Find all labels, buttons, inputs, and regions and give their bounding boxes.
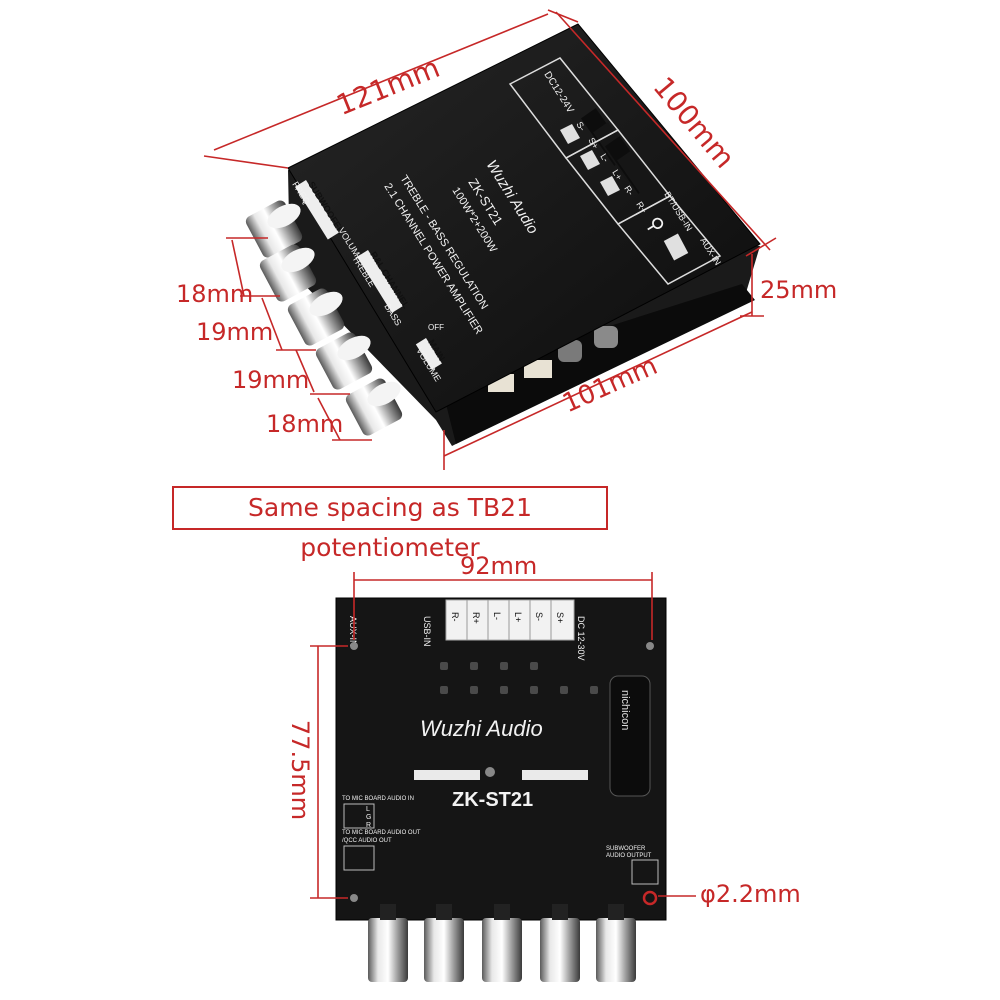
dim-knob-spacing-3: 19mm <box>232 366 310 394</box>
top-board: DC12-24V S- S+ L- L+ R- R+ BT/USB-IN AUX… <box>245 23 761 446</box>
main-label-box <box>415 338 442 370</box>
mount-hole-marked <box>642 890 658 906</box>
sub-out-2: AUDIO OUTPUT <box>606 853 652 859</box>
capacitor-2 <box>594 326 618 348</box>
dimension-lines-top <box>203 9 777 470</box>
knob-subwoofer-freq <box>245 200 303 258</box>
mic-in-label: TO MIC BOARD AUDIO IN <box>342 796 414 802</box>
terminal-label-r-minus: R- <box>622 184 636 197</box>
bottom-knob-5 <box>596 904 636 982</box>
panel-input-box <box>616 195 722 285</box>
dim-knob-spacing-1: 18mm <box>176 280 254 308</box>
pin-g: G <box>366 814 371 821</box>
bottom-terminal-5: S+ <box>555 612 565 623</box>
bottom-board: R- R+ L- L+ S- S+ AUX-IN USB-IN DC 12-30… <box>335 597 667 982</box>
dim-hole-diameter: φ2.2mm <box>700 880 801 908</box>
mount-hole-top-left <box>350 642 358 650</box>
bottom-dc-label: DC 12-30V <box>576 616 586 661</box>
terminal-label-l-plus: L+ <box>610 168 624 182</box>
bottom-terminal-3: L+ <box>513 612 523 622</box>
sub-out-1: SUBWOOFER <box>606 846 646 852</box>
capacitor <box>609 675 651 797</box>
bottom-aux-in: AUX-IN <box>348 616 358 647</box>
bottom-knob-2 <box>424 904 464 982</box>
center-screw <box>485 767 495 777</box>
channel-label-box <box>356 250 403 313</box>
pin-l: L <box>366 806 370 813</box>
bottom-knob-1 <box>368 904 408 982</box>
bottom-terminal-4: S- <box>534 612 544 621</box>
qcc-out-label: /QCC AUDIO OUT <box>342 838 392 844</box>
bottom-terminal-1: R+ <box>471 612 481 624</box>
lower-pcb <box>440 284 755 444</box>
knob-main-volume <box>345 378 403 436</box>
speaker-icons <box>560 124 620 196</box>
capacitor-brand: nichicon <box>619 690 631 730</box>
off-label: OFF <box>428 323 444 332</box>
terminal-dividers <box>466 600 552 640</box>
mic-out-label: TO MIC BOARD AUDIO OUT <box>342 830 421 836</box>
bottom-brand: Wuzhi Audio <box>420 716 543 741</box>
aux-jack-icon <box>663 233 689 261</box>
bottom-terminal-2: L- <box>492 612 502 620</box>
header-right <box>522 770 588 780</box>
bottom-knob-3 <box>482 904 522 982</box>
bottom-usb-in: USB-IN <box>422 616 432 647</box>
mount-hole-top-right <box>646 642 654 650</box>
bottom-knob-4 <box>540 904 580 982</box>
knob-treble <box>287 288 345 346</box>
subwoofer-label-box <box>294 180 339 240</box>
header-left <box>414 770 480 780</box>
knob-bass <box>315 332 373 390</box>
bottom-terminal-0: R- <box>450 612 460 622</box>
terminal-block <box>445 599 575 641</box>
knob-subwoofer-volume <box>259 244 317 302</box>
connector-2 <box>524 360 552 378</box>
top-plate <box>287 23 761 413</box>
mount-hole-bottom-left <box>350 894 358 902</box>
mic-pins <box>343 803 659 885</box>
terminal-label-s-minus: S- <box>574 120 587 133</box>
dimension-lines-bottom <box>310 572 696 899</box>
spacing-note: Same spacing as TB21 potentiometer <box>172 486 608 562</box>
bottom-model: ZK-ST21 <box>452 789 533 811</box>
dim-knob-spacing-4: 18mm <box>266 410 344 438</box>
dim-knob-spacing-2: 19mm <box>196 318 274 346</box>
pin-r: R <box>366 822 371 829</box>
solder-points <box>440 662 598 694</box>
dim-height: 25mm <box>760 276 838 304</box>
dim-hole-span-y: 77.5mm <box>286 719 315 821</box>
dim-hole-span-x: 92mm <box>460 552 538 580</box>
